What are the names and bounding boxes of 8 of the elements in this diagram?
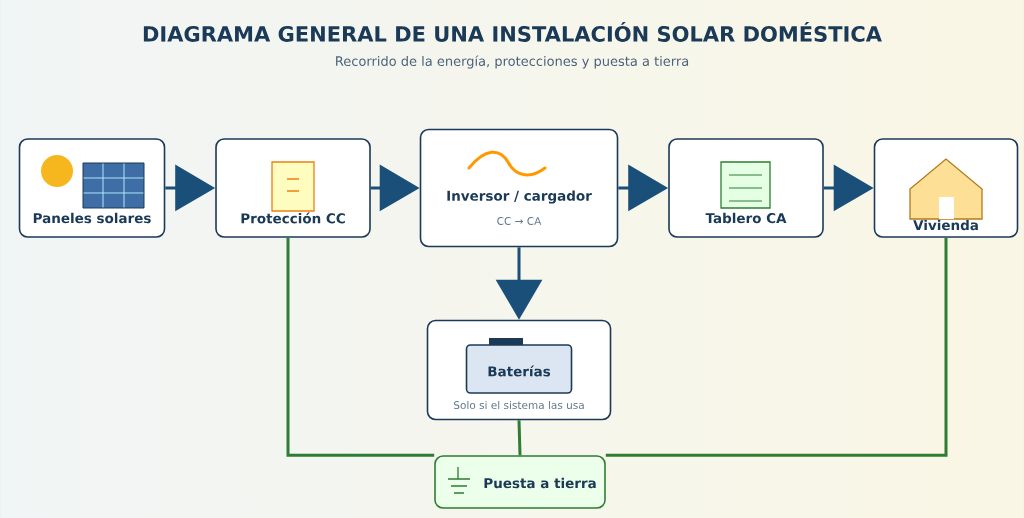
process-box: Inversor / cargador CC → CA [419, 128, 619, 248]
ground-box: Puesta a tierra [434, 455, 606, 509]
ground-wire [517, 420, 522, 456]
title: DIAGRAMA GENERAL DE UNA INSTALACIÓN SOLAR DOMÉSTICA [143, 22, 882, 42]
subtitle: Recorrido de la energía, protecciones y puesta a tierra [336, 55, 689, 69]
ground-wire [605, 237, 948, 457]
battery-box: Baterías [465, 344, 573, 394]
ground-wire [286, 237, 435, 457]
